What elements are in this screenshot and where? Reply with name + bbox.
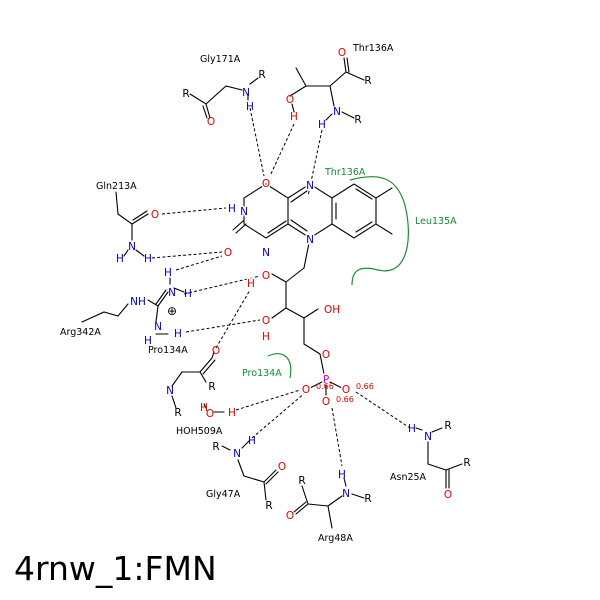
svg-text:H: H: [144, 335, 152, 347]
label-arg342: Arg342A: [60, 327, 101, 338]
label-gly47: Gly47A: [206, 489, 241, 500]
label-hydrophobic-thr136: Thr136A: [324, 167, 366, 178]
svg-text:N: N: [166, 385, 174, 397]
svg-text:R: R: [174, 407, 181, 419]
svg-text:N: N: [233, 448, 241, 460]
svg-text:O: O: [207, 116, 215, 128]
label-hydrophobic-leu135: Leu135A: [415, 216, 457, 227]
residue-gln213: [115, 191, 149, 257]
svg-text:H: H: [246, 101, 254, 113]
svg-text:H: H: [290, 111, 298, 123]
residue-thr136: [289, 57, 365, 121]
svg-text:R: R: [212, 441, 219, 453]
atom-labels: O N H O N N N O H O H OH O P O O O R O N…: [116, 47, 471, 522]
svg-text:H: H: [338, 469, 346, 481]
svg-text:H: H: [262, 331, 270, 343]
svg-text:H: H: [144, 253, 152, 265]
svg-text:R: R: [364, 493, 371, 505]
svg-text:N: N: [306, 234, 314, 246]
label-hydrophobic-pro134: Pro134A: [242, 368, 282, 379]
label-hoh509: HOH509A: [176, 426, 223, 437]
svg-text:N: N: [306, 180, 314, 192]
svg-text:O: O: [342, 384, 350, 396]
svg-text:N: N: [333, 106, 341, 118]
svg-text:O: O: [212, 345, 220, 357]
svg-text:H: H: [184, 288, 192, 300]
svg-text:R: R: [208, 381, 215, 393]
svg-text:R: R: [258, 69, 265, 81]
svg-text:O: O: [278, 461, 286, 473]
svg-text:N: N: [168, 287, 176, 299]
svg-text:H: H: [248, 435, 256, 447]
flavin-ring: [232, 179, 393, 269]
ribityl-chain: [271, 267, 343, 397]
svg-text:H: H: [116, 253, 124, 265]
svg-text:R: R: [444, 420, 451, 432]
residue-gly171: [189, 77, 259, 119]
residue-hoh509: [203, 403, 225, 413]
phosphate-charge-1: 0.66: [316, 382, 334, 391]
phosphate-charge-3: 0.66: [336, 395, 354, 404]
label-thr136: Thr136A: [352, 43, 394, 54]
residue-pro134: [171, 351, 216, 409]
svg-text:H: H: [174, 328, 182, 340]
svg-text:O: O: [206, 408, 214, 420]
svg-text:H: H: [164, 267, 172, 279]
svg-text:N: N: [154, 321, 162, 333]
svg-text:R: R: [463, 457, 470, 469]
diagram-title: 4rnw_1:FMN: [14, 549, 217, 588]
svg-text:OH: OH: [324, 304, 340, 316]
svg-text:N: N: [128, 241, 136, 253]
label-gln213: Gln213A: [96, 181, 137, 192]
svg-text:O: O: [286, 94, 294, 106]
residue-arg342: [81, 277, 185, 335]
residue-asn25: [415, 427, 463, 489]
svg-text:NH: NH: [130, 296, 146, 308]
svg-text:H: H: [200, 402, 208, 414]
label-gly171: Gly171A: [200, 54, 241, 65]
svg-text:N: N: [242, 87, 250, 99]
svg-text:H: H: [408, 423, 416, 435]
svg-text:H: H: [318, 119, 326, 131]
svg-text:O: O: [338, 47, 346, 59]
hydrophobic-arc-leu135: [349, 176, 409, 286]
residue-gly47: [221, 439, 279, 501]
svg-text:R: R: [354, 114, 361, 126]
svg-text:N: N: [262, 247, 270, 259]
svg-text:R: R: [298, 475, 305, 487]
svg-text:O: O: [262, 178, 270, 190]
hydrophobic-arc-pro134: [267, 353, 292, 379]
residue-arg48: [293, 477, 365, 529]
svg-text:O: O: [262, 315, 270, 327]
svg-text:N: N: [240, 206, 248, 218]
phosphate-charge-2: 0.66: [356, 382, 374, 391]
svg-text:H: H: [228, 203, 236, 215]
svg-text:H: H: [228, 407, 236, 419]
svg-text:R: R: [182, 88, 189, 100]
svg-text:H: H: [247, 278, 255, 290]
svg-text:O: O: [151, 209, 159, 221]
label-asn25: Asn25A: [390, 472, 427, 483]
svg-text:O: O: [322, 396, 330, 408]
svg-text:R: R: [265, 500, 272, 512]
label-arg48: Arg48A: [318, 533, 353, 544]
svg-text:O: O: [262, 270, 270, 282]
svg-text:P: P: [323, 374, 329, 386]
svg-text:O: O: [286, 510, 294, 522]
svg-text:N: N: [342, 488, 350, 500]
svg-text:R: R: [364, 75, 371, 87]
positive-charge-icon: ⊕: [167, 304, 177, 318]
svg-text:N: N: [424, 431, 432, 443]
svg-text:O: O: [224, 247, 232, 259]
svg-text:O: O: [444, 489, 452, 501]
svg-text:O: O: [302, 384, 310, 396]
label-pro134: Pro134A: [148, 345, 188, 356]
svg-text:O: O: [322, 349, 330, 361]
hydrogen-bonds: [151, 107, 411, 467]
